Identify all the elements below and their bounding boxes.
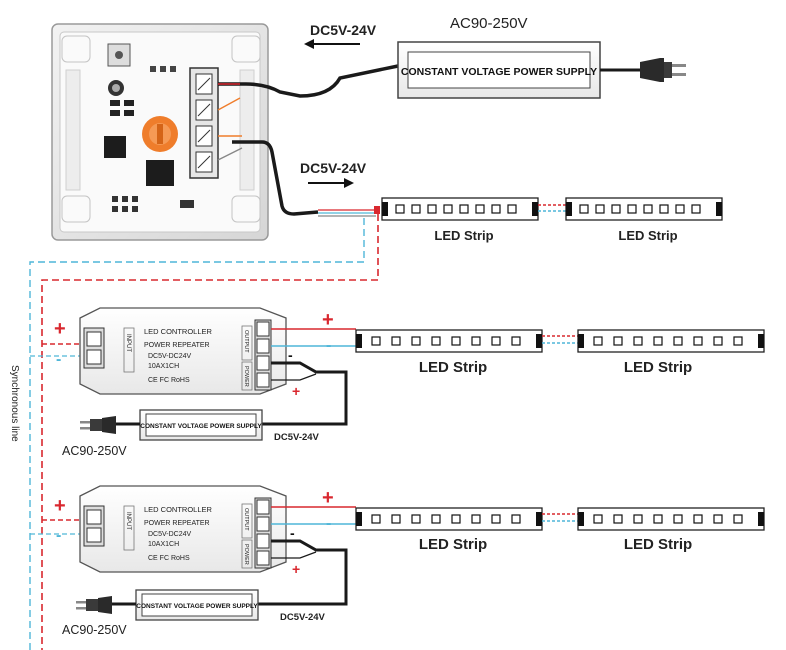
rep2-power-plus: + bbox=[292, 561, 300, 577]
top-led-strip-1 bbox=[381, 197, 539, 221]
sync-line-label: Synchronous line bbox=[9, 365, 20, 442]
plug-icon bbox=[640, 58, 686, 82]
rep1-title: LED CONTROLLER bbox=[144, 327, 213, 336]
rep1-power-plus: + bbox=[292, 383, 300, 399]
rep1-power-tag: POWER bbox=[243, 366, 249, 387]
rep2-strip-1-label: LED Strip bbox=[419, 536, 487, 553]
rep2-ac-label: AC90-250V bbox=[62, 623, 127, 637]
rep2-input-minus: - bbox=[56, 527, 61, 544]
pcb-components bbox=[104, 43, 194, 212]
rep1-psu-label: CONSTANT VOLTAGE POWER SUPPLY bbox=[140, 423, 262, 430]
rep2-cert: CE FC RoHS bbox=[148, 555, 190, 562]
top-left-arrow: DC5V-24V bbox=[304, 22, 377, 49]
rep1-power-minus: - bbox=[288, 347, 293, 363]
terminal-block bbox=[189, 67, 219, 179]
repeater-2: + - INPUT LED CONTROLLER POWER REPEATER … bbox=[30, 485, 765, 637]
rep1-led-strip-1 bbox=[355, 329, 543, 353]
rep2-plug-icon bbox=[76, 596, 112, 614]
repeater-1: + - INPUT LED CONTROLLER POWER REPEATER … bbox=[30, 307, 765, 458]
rep1-input-minus: - bbox=[56, 351, 61, 368]
rep1-voltage: DC5V-DC24V bbox=[148, 353, 192, 360]
rep1-input-plus: + bbox=[54, 318, 66, 340]
rep1-cert: CE FC RoHS bbox=[148, 377, 190, 384]
rep2-output-minus: - bbox=[326, 515, 331, 532]
rep1-output-minus: - bbox=[326, 337, 331, 354]
top-right-dc-label: DC5V-24V bbox=[300, 160, 367, 176]
controller-panel bbox=[51, 23, 269, 241]
rep1-channel: 10AX1CH bbox=[148, 363, 179, 370]
rep2-led-strip-2 bbox=[577, 507, 765, 531]
rep1-plug-icon bbox=[80, 416, 116, 434]
top-ac-label: AC90-250V bbox=[450, 15, 528, 32]
rep2-strip-2-label: LED Strip bbox=[624, 536, 692, 553]
rep1-led-strip-2 bbox=[577, 329, 765, 353]
rep2-output-plus: + bbox=[322, 487, 334, 509]
rep1-psu-dc: DC5V-24V bbox=[274, 432, 320, 443]
top-strip-2-label: LED Strip bbox=[618, 228, 677, 243]
rep2-input-tag: INPUT bbox=[125, 512, 131, 530]
rep1-ac-label: AC90-250V bbox=[62, 444, 127, 458]
top-psu-label: CONSTANT VOLTAGE POWER SUPPLY bbox=[401, 66, 597, 78]
rep2-output-tag: OUTPUT bbox=[243, 508, 249, 531]
top-wiring bbox=[29, 64, 399, 650]
top-left-dc-label: DC5V-24V bbox=[310, 22, 377, 38]
rep2-power-tag: POWER bbox=[243, 544, 249, 565]
rep2-subtitle: POWER REPEATER bbox=[144, 520, 210, 527]
rep2-power-minus: - bbox=[290, 525, 295, 541]
rep2-psu-label: CONSTANT VOLTAGE POWER SUPPLY bbox=[136, 603, 258, 610]
rep2-psu-dc: DC5V-24V bbox=[280, 612, 326, 623]
rep1-output-tag: OUTPUT bbox=[243, 330, 249, 353]
top-led-strip-2 bbox=[565, 197, 723, 221]
rep2-voltage: DC5V-DC24V bbox=[148, 531, 192, 538]
rep2-channel: 10AX1CH bbox=[148, 541, 179, 548]
top-strip-1-label: LED Strip bbox=[434, 228, 493, 243]
rep2-led-strip-1 bbox=[355, 507, 543, 531]
rep1-input-tag: INPUT bbox=[125, 334, 131, 352]
dial-knob bbox=[142, 116, 178, 152]
top-strip-link bbox=[538, 204, 566, 212]
rep2-title: LED CONTROLLER bbox=[144, 505, 213, 514]
rep1-strip-1-label: LED Strip bbox=[419, 359, 487, 376]
top-power-supply: AC90-250V CONSTANT VOLTAGE POWER SUPPLY bbox=[397, 15, 686, 99]
rep1-strip-2-label: LED Strip bbox=[624, 359, 692, 376]
rep2-input-plus: + bbox=[54, 495, 66, 517]
rep1-output-plus: + bbox=[322, 309, 334, 331]
top-right-arrow: DC5V-24V bbox=[300, 160, 367, 188]
rep1-subtitle: POWER REPEATER bbox=[144, 342, 210, 349]
